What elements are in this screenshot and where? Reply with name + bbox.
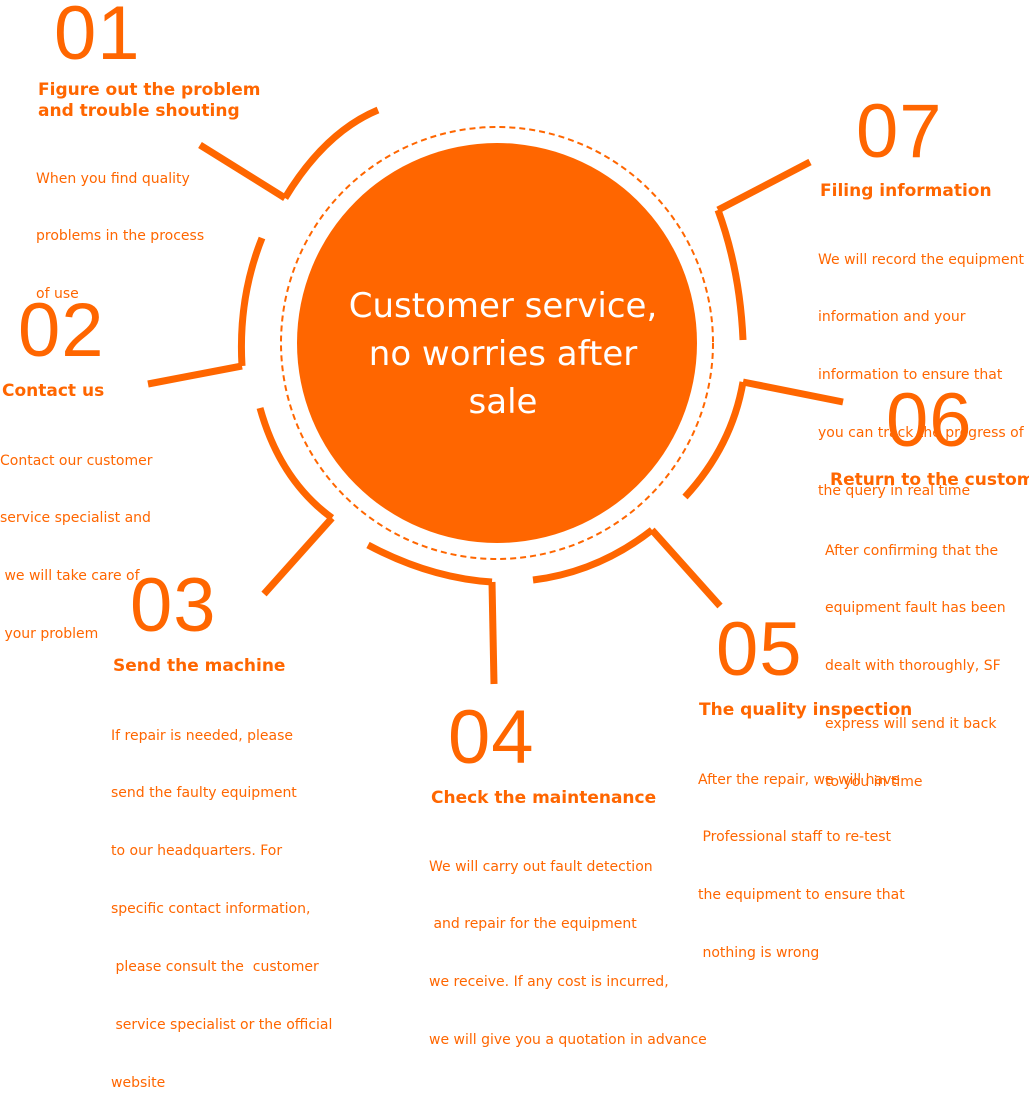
step-03-description-line: service specialist or the official	[111, 1017, 333, 1034]
step-03-description-line: specific contact information,	[111, 901, 311, 918]
step-06-description-line: to you in time	[825, 774, 923, 791]
step-04-description-line: we receive. If any cost is incurred,	[429, 974, 669, 991]
center-circle	[297, 143, 697, 543]
step-06-title-line: Return to the customer	[830, 470, 1029, 490]
step-04-title: Check the maintenance	[431, 788, 656, 809]
center-title-line: Customer service,	[348, 286, 658, 326]
step-03-title: Send the machine	[113, 656, 285, 677]
connector-04	[488, 581, 498, 685]
step-01-description: When you find quality problems in the pr…	[36, 131, 204, 324]
step-05-description-line: After the repair, we will have	[698, 771, 901, 788]
step-03-description-line: to our headquarters. For	[111, 843, 283, 860]
dashed-ring	[280, 126, 714, 560]
step-07-title: Filing information	[820, 181, 992, 202]
connector-02	[147, 362, 243, 388]
step-04-description-line: We will carry out fault detection	[429, 858, 653, 875]
step-02-description-line: your problem	[0, 626, 99, 643]
step-01-title-line: and trouble shouting	[38, 101, 240, 121]
step-04-number: 04	[448, 695, 535, 780]
step-03-description-line: website	[111, 1074, 166, 1091]
step-07-description-line: you can track the progress of	[818, 425, 1024, 442]
step-03-description: If repair is needed, please send the fau…	[111, 688, 332, 1113]
connector-01	[198, 142, 287, 201]
step-06-description-line: equipment fault has been	[825, 600, 1006, 617]
step-06-title: Return to the customer	[830, 470, 1029, 491]
arc-segment-05	[532, 527, 655, 584]
step-02-title-line: Contact us	[2, 381, 105, 401]
step-04-description-line: and repair for the equipment	[429, 916, 637, 933]
center-title-line: sale	[468, 382, 538, 422]
step-06-description-line: dealt with thoroughly, SF	[825, 658, 1001, 675]
step-04-description: We will carry out fault detection and re…	[429, 819, 707, 1070]
step-02-description: Contact our customer service specialist …	[0, 413, 153, 664]
arc-segment-07	[714, 208, 747, 341]
step-07-description-line: information to ensure that	[818, 367, 1003, 384]
step-04-description-line: we will give you a quotation in advance	[429, 1032, 707, 1049]
center-title-line: no worries after	[368, 334, 638, 374]
step-07-description-line: information and your	[818, 309, 966, 326]
step-02-description-line: Contact our customer	[0, 452, 153, 469]
connector-03	[261, 515, 335, 597]
step-02-description-line: service specialist and	[0, 510, 151, 527]
step-05-description-line: Professional staff to re-test	[698, 829, 891, 846]
step-06-number: 06	[886, 378, 973, 463]
step-07-description-line: the query in real time	[818, 483, 971, 500]
connector-07	[716, 158, 812, 214]
step-03-description-line: please consult the customer	[111, 959, 319, 976]
step-07-description-line: We will record the equipment	[818, 251, 1025, 268]
step-07-description: We will record the equipment information…	[818, 212, 1024, 521]
connector-05	[649, 527, 723, 609]
center-title: Customer service, no worries after sale	[318, 282, 688, 426]
step-05-description-line: the equipment to ensure that	[698, 887, 905, 904]
step-07-title-line: Filing information	[820, 181, 992, 201]
step-05-number: 05	[716, 607, 803, 692]
arc-segment-03	[256, 407, 335, 521]
step-04-title-line: Check the maintenance	[431, 788, 657, 808]
step-01-description-line: of use	[36, 286, 79, 303]
step-02-title: Contact us	[2, 381, 104, 402]
step-01-title-line: Figure out the problem	[38, 80, 261, 100]
step-01-number: 01	[54, 0, 141, 76]
step-03-title-line: Send the machine	[113, 656, 286, 676]
ring-diagram	[147, 106, 844, 685]
arc-segment-02	[237, 236, 266, 367]
step-05-description-line: nothing is wrong	[698, 945, 820, 962]
step-02-description-line: we will take care of	[0, 568, 140, 585]
step-03-description-line: If repair is needed, please	[111, 727, 294, 744]
connector-06	[742, 378, 844, 406]
step-01-description-line: When you find quality	[36, 170, 190, 187]
step-05-title-line: The quality inspection	[699, 700, 913, 720]
arc-segment-06	[682, 381, 747, 500]
step-03-number: 03	[130, 563, 217, 648]
step-02-number: 02	[18, 288, 105, 373]
step-07-number: 07	[856, 89, 943, 174]
step-06-description-line: After confirming that the	[825, 542, 999, 559]
step-03-description-line: send the faulty equipment	[111, 785, 297, 802]
step-05-title: The quality inspection	[699, 700, 912, 721]
step-01-description-line: problems in the process	[36, 228, 205, 245]
step-01-title: Figure out the problem and trouble shout…	[38, 80, 261, 122]
step-06-description-line: express will send it back	[825, 716, 997, 733]
arc-segment-04	[366, 541, 493, 586]
arc-segment-01	[282, 106, 380, 200]
step-06-description: After confirming that the equipment faul…	[825, 503, 1006, 812]
